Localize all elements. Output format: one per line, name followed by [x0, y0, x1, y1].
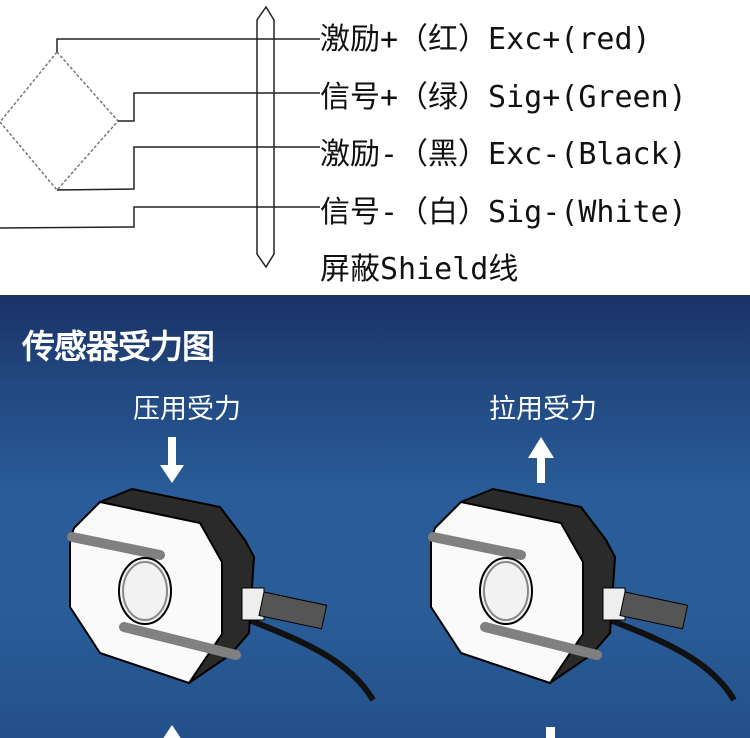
force-diagram-title: 传感器受力图	[22, 327, 215, 366]
arrow-down-icon	[546, 727, 555, 738]
wiring-schematic	[0, 5, 320, 269]
wire-exc-minus	[56, 146, 320, 191]
wire-sig-minus	[0, 206, 320, 229]
wire-label-exc-plus: 激励+（红）Exc+(red)	[320, 22, 651, 57]
wire-label-sig-plus: 信号+（绿）Sig+(Green)	[320, 80, 687, 115]
arrow-up-icon	[528, 437, 554, 483]
force-diagram: 传感器受力图 压用受力 拉用受力	[0, 295, 750, 738]
wire-label-sig-minus: 信号-（白）Sig-(White)	[320, 195, 687, 230]
cable-bundle	[256, 5, 275, 269]
wire-sig-plus	[118, 92, 320, 122]
compression-label: 压用受力	[133, 394, 241, 425]
arrow-down-icon	[160, 437, 184, 483]
arrow-up-icon	[163, 725, 181, 738]
wiring-diagram: 激励+（红）Exc+(red) 信号+（绿）Sig+(Green) 激励-（黑）…	[0, 0, 750, 295]
tension-load-cell	[431, 489, 734, 700]
wire-label-shield: 屏蔽Shield线	[320, 252, 519, 287]
wire-exc-plus	[56, 38, 320, 52]
compression-load-cell	[70, 489, 373, 700]
wire-label-exc-minus: 激励-（黑）Exc-(Black)	[320, 137, 687, 172]
tension-label: 拉用受力	[489, 394, 597, 425]
bridge-diamond	[0, 50, 120, 192]
